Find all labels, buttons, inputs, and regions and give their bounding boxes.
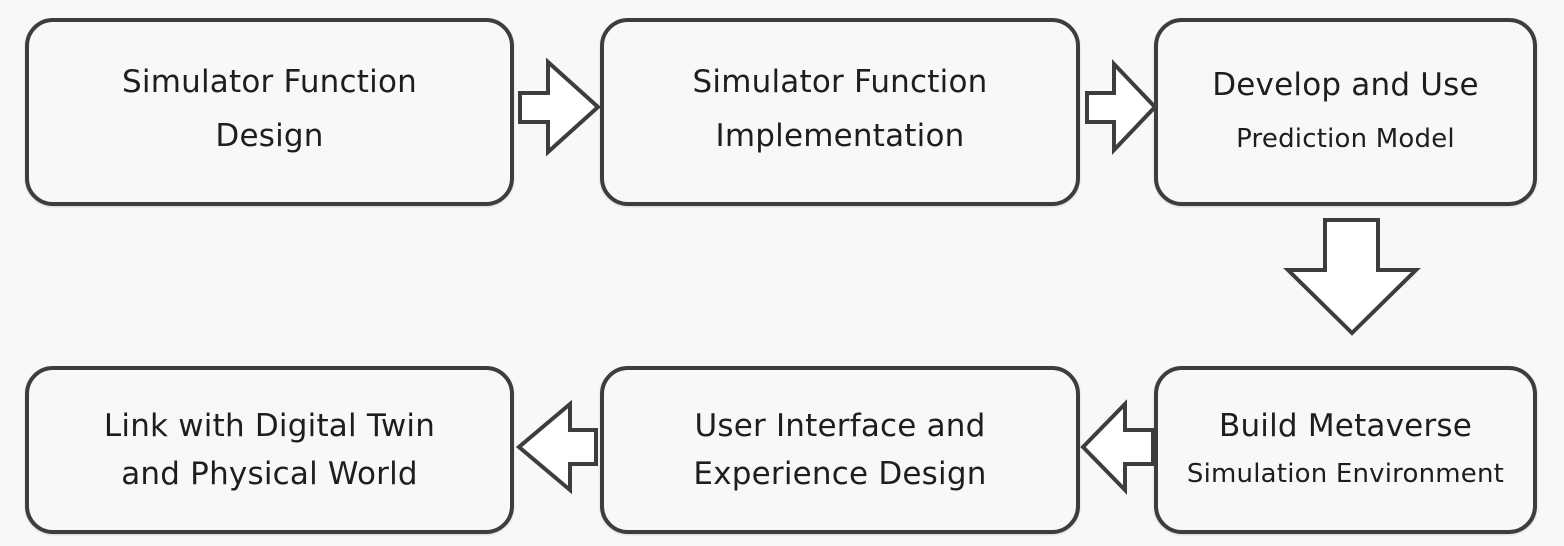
step-4-label-line-1: Build Metaverse [1218, 408, 1473, 444]
step-6-label-line-1: Link with Digital Twin [103, 408, 436, 444]
step-link-with-digital-twin-and-physical-world: Link with Digital Twin and Physical Worl… [25, 366, 514, 534]
arrow-left-icon [515, 399, 598, 495]
arrow-right-icon [518, 57, 601, 157]
step-3-label-line-1: Develop and Use [1212, 67, 1479, 103]
step-build-metaverse-simulation-environment: Build Metaverse Simulation Environment [1154, 366, 1537, 534]
step-2-label-line-2: Implementation [715, 118, 965, 154]
step-simulator-function-design: Simulator Function Design [25, 18, 514, 206]
step-simulator-function-implementation: Simulator Function Implementation [600, 18, 1080, 206]
step-develop-and-use-prediction-model: Develop and Use Prediction Model [1154, 18, 1537, 206]
step-user-interface-and-experience-design: User Interface and Experience Design [600, 366, 1080, 534]
arrow-left-icon [1080, 399, 1155, 495]
arrow-down-icon [1283, 218, 1421, 336]
arrow-right-icon [1085, 59, 1158, 155]
step-3-label-line-2: Prediction Model [1236, 124, 1455, 154]
step-6-label-line-2: and Physical World [121, 456, 418, 492]
step-1-label-line-1: Simulator Function [122, 64, 417, 100]
step-1-label-line-2: Design [215, 118, 324, 154]
step-5-label-line-2: Experience Design [693, 456, 987, 492]
step-2-label-line-1: Simulator Function [692, 64, 988, 100]
step-5-label-line-1: User Interface and [694, 408, 986, 444]
step-4-label-line-2: Simulation Environment [1186, 459, 1505, 489]
